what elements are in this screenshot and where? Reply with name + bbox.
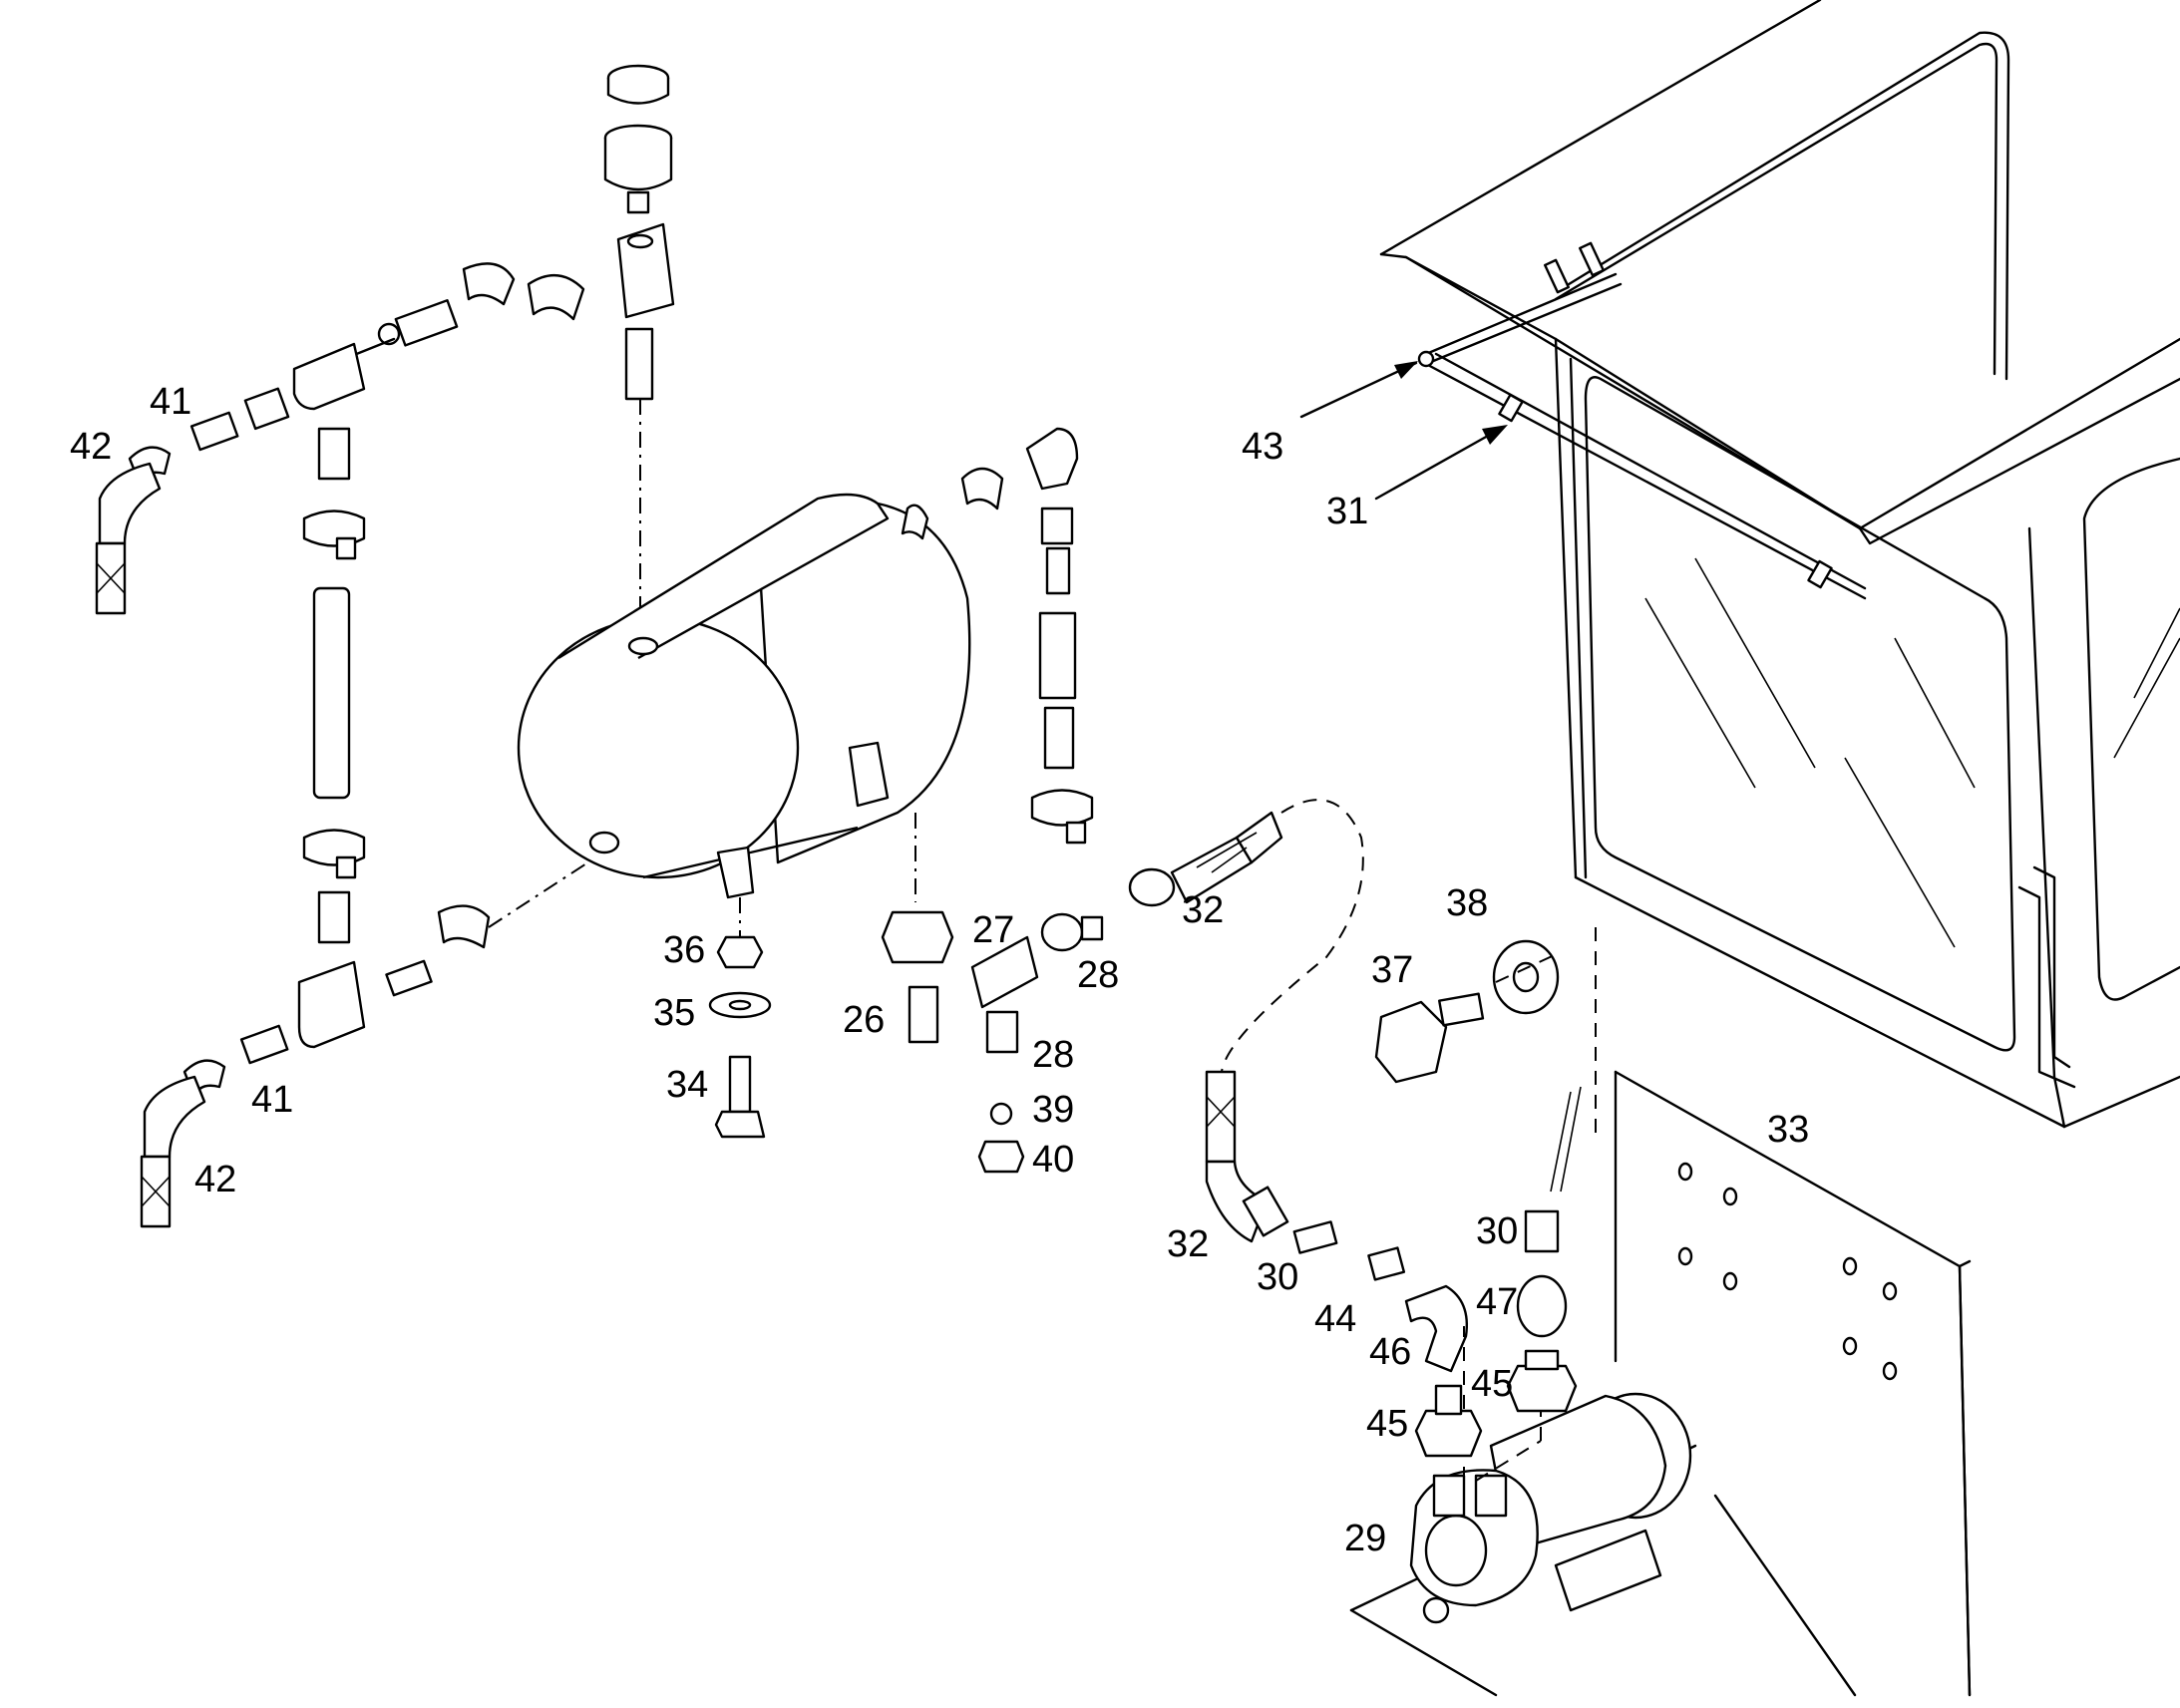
upper-fittings-chain <box>342 262 585 361</box>
callout-29: 29 <box>1344 1518 1386 1559</box>
lower-left-tee <box>140 852 604 1228</box>
hose-route <box>1221 799 1364 1073</box>
callout-46: 46 <box>1369 1331 1411 1373</box>
pump-assembly <box>1409 1326 1692 1624</box>
callout-30-upper: 30 <box>1476 1210 1518 1252</box>
callout-32-upper: 32 <box>1182 889 1224 931</box>
callout-36: 36 <box>663 929 705 971</box>
callout-32-lower: 32 <box>1167 1223 1209 1265</box>
pump-fittings <box>1414 1209 1578 1458</box>
callout-39: 39 <box>1032 1089 1074 1131</box>
cab-enclosure <box>1379 0 2180 1129</box>
callout-42-upper: 42 <box>70 426 112 468</box>
callout-labels: 41 42 41 42 43 31 32 38 37 36 35 34 27 2… <box>70 381 1809 1559</box>
callout-44: 44 <box>1314 1298 1356 1340</box>
washer-nozzle-bar <box>1417 241 1867 600</box>
pump-mount-plate <box>1349 927 1972 1697</box>
callout-27: 27 <box>972 909 1014 951</box>
leader-arrows <box>1299 361 1508 501</box>
callout-35: 35 <box>653 992 695 1034</box>
reservoir-tank <box>517 493 971 899</box>
callout-45-right: 45 <box>1471 1363 1513 1405</box>
callout-26: 26 <box>843 999 885 1041</box>
callout-41-lower: 41 <box>251 1079 293 1121</box>
upper-right-fittings <box>914 427 1094 902</box>
callout-40: 40 <box>1032 1139 1074 1181</box>
upper-left-tee <box>95 342 366 615</box>
callout-41-upper: 41 <box>150 381 191 423</box>
callout-34: 34 <box>666 1064 708 1106</box>
sight-tube-assembly <box>302 427 366 944</box>
callout-47: 47 <box>1476 1281 1518 1323</box>
callout-43: 43 <box>1242 426 1283 468</box>
callout-28-lower: 28 <box>1032 1034 1074 1076</box>
callout-31: 31 <box>1326 491 1368 532</box>
callout-30-lower: 30 <box>1257 1256 1298 1298</box>
bolt-and-washer <box>1374 939 1562 1084</box>
center-tee-group <box>881 811 1283 1174</box>
callout-33: 33 <box>1767 1109 1809 1151</box>
filler-cap-assembly <box>603 64 675 638</box>
callout-45-left: 45 <box>1366 1403 1408 1445</box>
lower-hose <box>1205 1070 1468 1373</box>
callout-38: 38 <box>1446 882 1488 924</box>
callout-37: 37 <box>1371 949 1413 991</box>
callout-28-upper: 28 <box>1077 954 1119 996</box>
plate-holes <box>1677 1162 1898 1381</box>
callout-42-lower: 42 <box>194 1159 236 1200</box>
mounting-bolt-stack <box>708 897 772 1139</box>
